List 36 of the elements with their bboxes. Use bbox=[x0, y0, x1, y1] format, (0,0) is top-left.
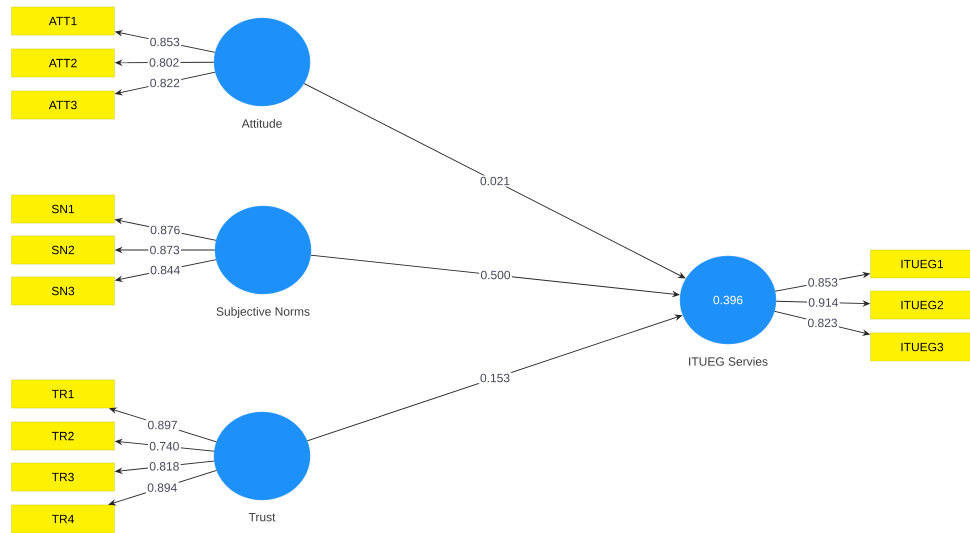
construct-label: Trust bbox=[248, 512, 276, 522]
edge-label: 0.894 bbox=[148, 483, 177, 492]
construct-circle bbox=[214, 412, 310, 500]
edge-label: 0.802 bbox=[150, 58, 179, 67]
indicator-box: SN1 bbox=[11, 194, 115, 224]
edge-label: 0.153 bbox=[480, 374, 510, 382]
indicator-box: ITUEG3 bbox=[870, 332, 970, 362]
construct-circle bbox=[214, 206, 312, 294]
indicator-box: SN2 bbox=[11, 236, 115, 264]
edge-label: 0.822 bbox=[150, 78, 180, 88]
edge-label: 0.500 bbox=[480, 270, 510, 280]
edge-label: 0.740 bbox=[150, 442, 179, 450]
edge-label: 0.021 bbox=[480, 176, 510, 186]
indicator-box: TR1 bbox=[11, 380, 115, 408]
construct-label: Attitude bbox=[242, 118, 282, 128]
indicator-box: TR2 bbox=[11, 422, 115, 450]
edge-label: 0.873 bbox=[150, 246, 180, 254]
edge-label: 0.876 bbox=[150, 226, 180, 234]
indicator-box: ATT2 bbox=[11, 48, 115, 78]
edge-label: 0.823 bbox=[808, 318, 838, 328]
edge-label: 0.853 bbox=[808, 278, 838, 287]
edge-label: 0.844 bbox=[150, 266, 180, 274]
edge-label: 0.853 bbox=[150, 38, 180, 46]
indicator-box: ATT3 bbox=[11, 90, 115, 120]
edge-label: 0.914 bbox=[808, 298, 838, 307]
edge-label: 0.818 bbox=[150, 462, 179, 471]
edge-label: 0.897 bbox=[148, 420, 177, 430]
construct-label: ITUEG Servies bbox=[689, 356, 768, 366]
construct-circle bbox=[214, 18, 310, 106]
construct-label: Subjective Norms bbox=[216, 306, 310, 318]
indicator-box: ATT1 bbox=[11, 6, 115, 36]
indicator-box: TR4 bbox=[11, 504, 115, 533]
indicator-box: TR3 bbox=[11, 462, 115, 492]
indicator-box: ITUEG1 bbox=[870, 250, 970, 278]
indicator-box: SN3 bbox=[11, 276, 115, 306]
indicator-box: ITUEG2 bbox=[870, 290, 970, 320]
